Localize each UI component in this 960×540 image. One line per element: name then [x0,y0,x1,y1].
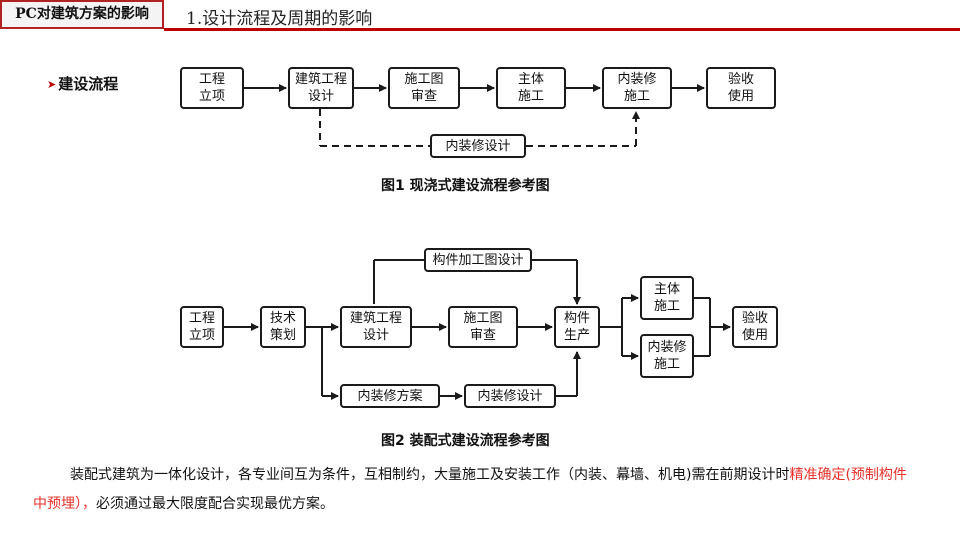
section-tab: PC对建筑方案的影响 [0,0,164,29]
fig1-caption: 图1 现浇式建设流程参考图 [381,178,550,194]
fig1-node-design-label: 建筑工程 设计 [294,72,347,104]
fig1-node-design: 建筑工程 设计 [288,67,354,109]
description-paragraph: 装配式建筑为一体化设计，各专业间互为条件，互相制约，大量施工及安装工作（内装、幕… [33,461,913,519]
fig2-node-design: 建筑工程 设计 [340,306,412,348]
fig1-node-accept-label: 验收 使用 [727,72,754,104]
fig1-node-main-label: 主体 施工 [517,72,544,104]
paragraph-highlight: 精准确定(预制构件中预埋）， [33,467,907,512]
paragraph-text-1: 装配式建筑为一体化设计，各专业间互为条件，互相制约，大量施工及安装工作（内装、幕… [70,467,790,483]
fig2-node-processing-design: 构件加工图设计 [424,248,532,272]
fig1-node-main-construction: 主体 施工 [496,67,566,109]
fig2-node-review: 施工图 审查 [448,306,518,348]
fig1-node-acceptance: 验收 使用 [706,67,776,109]
fig1-node-start-label: 工程 立项 [198,72,225,104]
fig1-node-start: 工程 立项 [180,67,244,109]
fig2-node-plan-label: 技术 策划 [269,311,296,343]
bullet-heading: ➤建设流程 [47,73,118,94]
fig2-node-plan: 技术 策划 [260,306,306,348]
fig2-node-interior-construction: 内装修 施工 [640,334,694,378]
fig2-node-interior-design-label: 内装修设计 [477,388,543,404]
fig2-node-interior-plan: 内装修方案 [340,384,440,408]
fig2-node-main-construction: 主体 施工 [640,276,694,320]
paragraph-text-2: 必须通过最大限度配合实现最优方案。 [96,496,334,512]
fig1-node-review-label: 施工图 审查 [404,72,444,104]
bullet-text: 建设流程 [58,75,119,93]
fig1-node-interior-construction: 内装修 施工 [602,67,672,109]
fig2-node-design-label: 建筑工程 设计 [349,311,402,343]
fig2-node-produce: 构件 生产 [554,306,600,348]
header-divider [164,28,960,31]
fig2-caption: 图2 装配式建设流程参考图 [381,433,550,449]
fig2-node-interior-plan-label: 内装修方案 [357,388,423,404]
fig2-node-main-label: 主体 施工 [653,282,680,314]
fig1-node-interior-label: 内装修 施工 [617,72,657,104]
fig2-node-processing-label: 构件加工图设计 [432,252,524,268]
fig2-node-interior-label: 内装修 施工 [647,340,687,372]
fig1-node-interior-design-label: 内装修设计 [445,138,511,154]
page-title: 1.设计流程及周期的影响 [186,9,373,29]
fig2-node-start: 工程 立项 [180,306,224,348]
fig2-node-acceptance: 验收 使用 [732,306,778,348]
fig2-node-produce-label: 构件 生产 [563,311,590,343]
fig1-node-review: 施工图 审查 [388,67,460,109]
fig2-node-review-label: 施工图 审查 [463,311,503,343]
fig2-node-interior-design: 内装修设计 [464,384,556,408]
arrow-bullet-icon: ➤ [47,78,57,91]
fig2-node-start-label: 工程 立项 [188,311,215,343]
fig2-node-accept-label: 验收 使用 [741,311,768,343]
fig1-node-interior-design: 内装修设计 [430,134,526,158]
